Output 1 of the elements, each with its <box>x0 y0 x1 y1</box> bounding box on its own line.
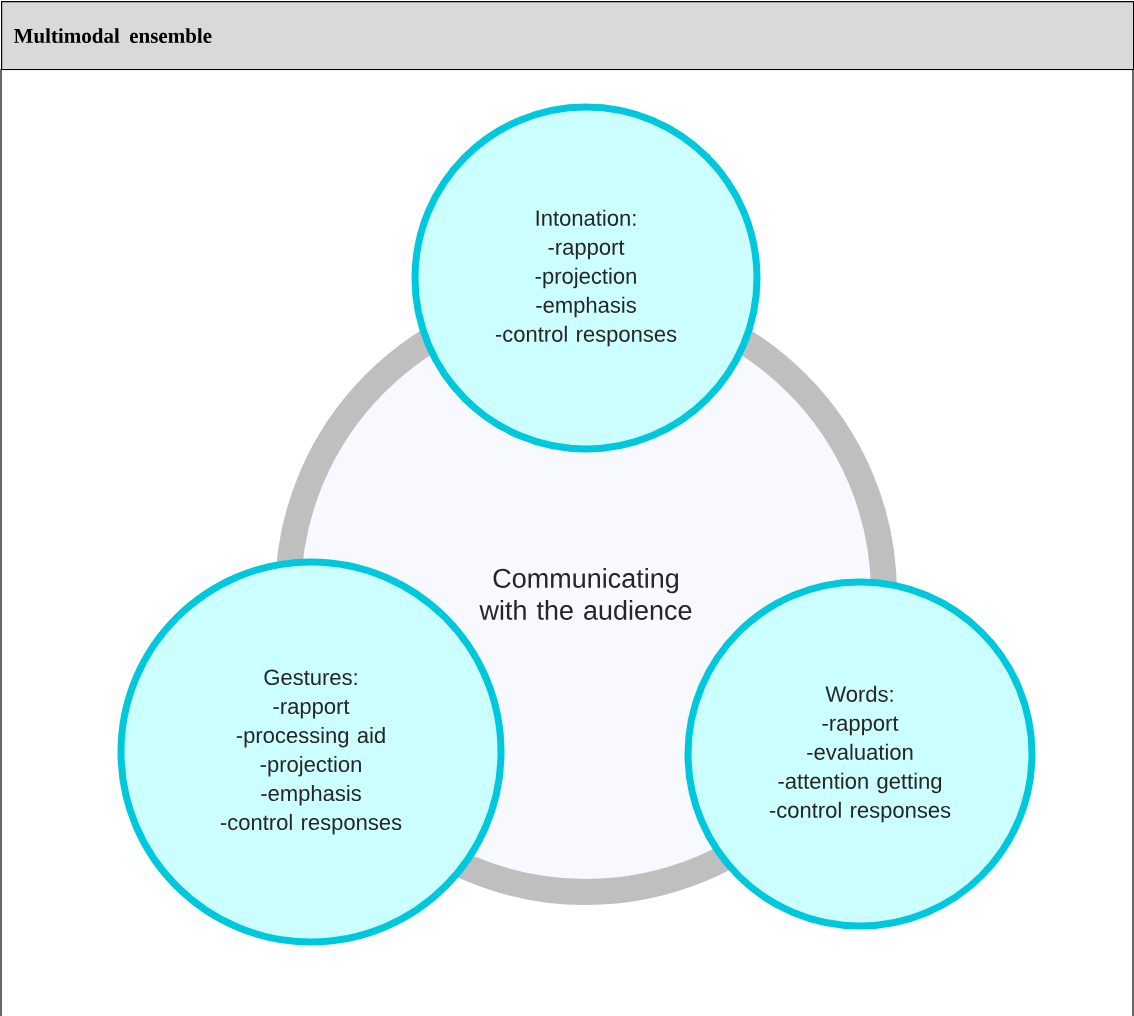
title-bar: Multimodal ensemble <box>1 1 1134 71</box>
